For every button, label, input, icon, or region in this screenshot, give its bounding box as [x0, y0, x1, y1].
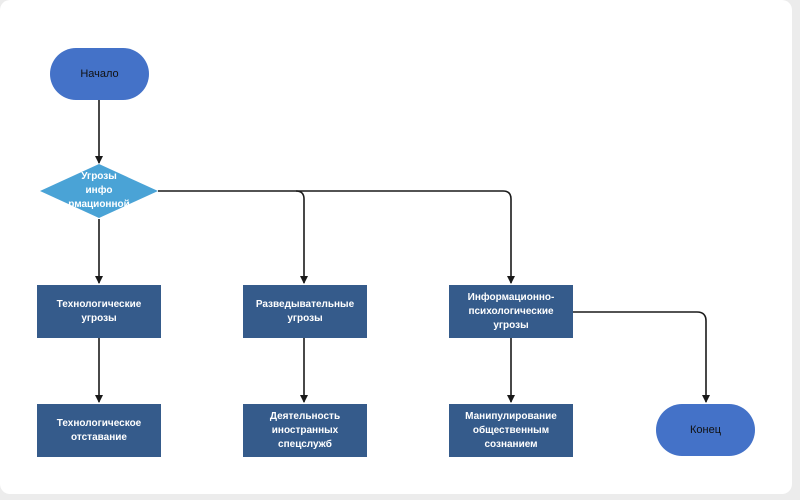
tech-lag-node[interactable]: Технологическое отставание — [37, 404, 161, 457]
foreign-services-label: Деятельность иностранных спецслужб — [269, 410, 341, 450]
decision-node[interactable]: Угрозы инфо рмационной — [40, 164, 158, 218]
diagram-canvas: Начало Угрозы инфо рмационной Технологич… — [0, 0, 792, 494]
decision-node-label: Угрозы инфо рмационной — [68, 171, 130, 210]
tech-threats-node[interactable]: Технологические угрозы — [37, 285, 161, 338]
edge-info-end — [573, 311, 710, 403]
tech-threats-label: Технологические угрозы — [56, 298, 142, 324]
start-node[interactable]: Начало — [50, 48, 149, 100]
intel-threats-node[interactable]: Разведывательные угрозы — [243, 285, 367, 338]
start-node-label: Начало — [80, 68, 119, 80]
edge-decision-info — [296, 190, 515, 284]
tech-lag-label: Технологическое отставание — [56, 417, 142, 443]
edge-decision-intel — [158, 190, 308, 284]
edges-layer — [95, 100, 710, 403]
intel-threats-label: Разведывательные угрозы — [255, 298, 355, 324]
end-node-label: Конец — [689, 424, 722, 436]
end-node[interactable]: Конец — [656, 404, 755, 456]
info-psych-threats-node[interactable]: Информационно-психологические угрозы — [449, 285, 573, 338]
info-psych-threats-label: Информационно-психологические угрозы — [467, 291, 555, 331]
manipulation-node[interactable]: Манипулирование общественным сознанием — [449, 404, 573, 457]
decision-diamond-shape — [40, 164, 158, 218]
manipulation-label: Манипулирование общественным сознанием — [465, 410, 557, 450]
foreign-services-node[interactable]: Деятельность иностранных спецслужб — [243, 404, 367, 457]
